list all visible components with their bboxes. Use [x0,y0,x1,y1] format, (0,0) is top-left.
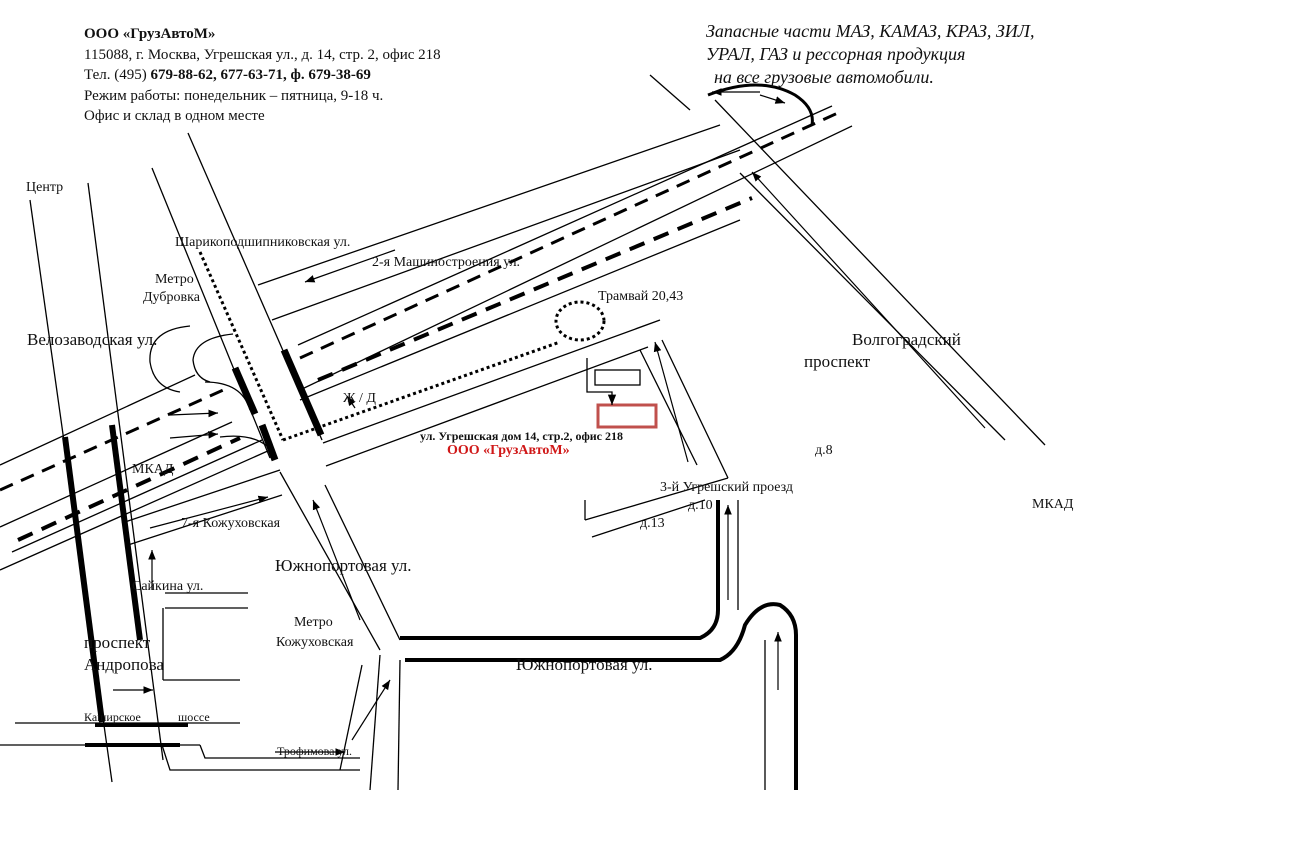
route-arrow-to-target [586,358,617,405]
pedestrian-path-2 [282,340,561,442]
label-volgogradsky-2: проспект [804,352,871,371]
label-sharikopodshipnikovskaya: Шарикоподшипниковская ул. [175,235,351,250]
arrow-ugreshsky-1 [653,341,689,463]
label-metro-dubrovka-1: Метро [155,272,194,287]
slogan-line-3: на все грузовые автомобили. [714,67,934,87]
label-railway: Ж / Д [343,391,376,406]
arrow-volgogradsky [751,171,986,429]
label-kozhukhovskaya: 7-я Кожуховская [181,516,281,531]
label-d8: д.8 [815,443,833,458]
label-ugreshsky-proezd: 3-й Угрешский проезд [660,480,794,495]
label-target-company: ООО «ГрузАвтоМ» [447,443,570,458]
label-target-address: ул. Угрешская дом 14, стр.2, офис 218 [420,429,623,443]
mashinostroeniya-road [257,105,853,401]
arrow-velozavodskaya-2 [169,430,219,439]
slogan: Запасные части МАЗ, КАМАЗ, КРАЗ, ЗИЛ, УР… [706,20,1035,89]
andropova-bridge-2 [109,424,143,641]
saikina-road [162,592,248,681]
phone-prefix: Тел. (495) [84,67,151,83]
phone-numbers: 679-88-62, 677-63-71, ф. 679-38-69 [150,67,371,83]
label-d13: д.13 [640,516,665,531]
kozhukhovskaya-road [121,469,283,546]
arrow-railway [346,395,356,409]
label-volgogradsky-1: Волгоградский [852,330,961,349]
company-address: 115088, г. Москва, Угрешская ул., д. 14,… [84,46,441,63]
mashinostroeniya-dash1 [299,110,841,360]
arrow-kozhukhovskaya [149,495,269,529]
slogan-line-1: Запасные части МАЗ, КАМАЗ, КРАЗ, ЗИЛ, [706,21,1035,41]
volgogradsky-loop [707,83,814,126]
building-outline [594,369,641,386]
label-trofimova: Трофимова ул. [277,744,352,758]
label-d10: д.10 [688,498,713,513]
mkad-left-dash2 [17,436,241,542]
label-velozavodskaya: Велозаводская ул. [27,330,158,349]
label-tram: Трамвай 20,43 [598,289,684,304]
ugreshskaya-road [322,319,661,467]
dubrovka-loop-4 [219,435,276,456]
arrow-kashirskoe-up [351,679,391,741]
arrow-yuzhnoportovaya [312,499,361,621]
company-header: ООО «ГрузАвтоМ» 115088, г. Москва, Угреш… [84,24,441,127]
yuzhnoportovaya-road [279,471,798,791]
dubrovka-loop-1 [149,325,191,393]
label-yuzhnoportovaya-2: Южнопортовая ул. [516,655,653,674]
dubrovka-loop-3 [204,381,251,411]
company-phones: Тел. (495) 679-88-62, 677-63-71, ф. 679-… [84,65,441,86]
company-note: Офис и склад в одном месте [84,108,265,124]
andropova-bridge-1 [62,436,105,723]
label-saikina: Сайкина ул. [132,579,204,594]
label-andropova-2: Андропова [84,655,164,674]
mkad-left-road [0,374,271,571]
label-yuzhnoportovaya-1: Южнопортовая ул. [275,556,412,575]
label-metro-kozh-1: Метро [294,615,333,630]
tram-stop-ring [554,300,606,342]
label-kashirskoe-1: Каширское [84,710,141,724]
mashinostroeniya-dash2 [317,196,753,382]
volgogradsky-prospekt-road [649,74,1046,446]
company-name: ООО «ГрузАвтоМ» [84,26,216,42]
pedestrian-path-1 [198,251,285,441]
target-building [596,403,658,429]
label-center: Центр [26,180,64,195]
sharikopodshipnikovskaya-bridge [280,348,325,437]
company-hours: Режим работы: понедельник – пятница, 9-1… [84,87,384,104]
slogan-line-2: УРАЛ, ГАЗ и рессорная продукция [706,44,966,64]
label-mashinostroeniya: 2-я Машиностроения ул. [372,255,521,270]
label-andropova-1: проспект [84,633,151,652]
label-mkad-left: МКАД [132,462,174,477]
arrow-volgogradsky-loop [759,94,786,104]
arrow-mashinostroeniya [304,249,396,283]
dubrovka-bridge-1 [231,366,259,416]
label-kashirskoe-2: шоссе [178,710,210,724]
label-metro-kozh-2: Кожуховская [276,635,354,650]
ugreshsky-proezd-road [584,339,729,538]
dubrovka-loop-2 [192,333,234,383]
dubrovka-bridge-2 [258,423,279,462]
label-mkad-right: МКАД [1032,497,1074,512]
label-metro-dubrovka-2: Дубровка [143,290,200,305]
arrow-velozavodskaya-1 [169,409,219,418]
